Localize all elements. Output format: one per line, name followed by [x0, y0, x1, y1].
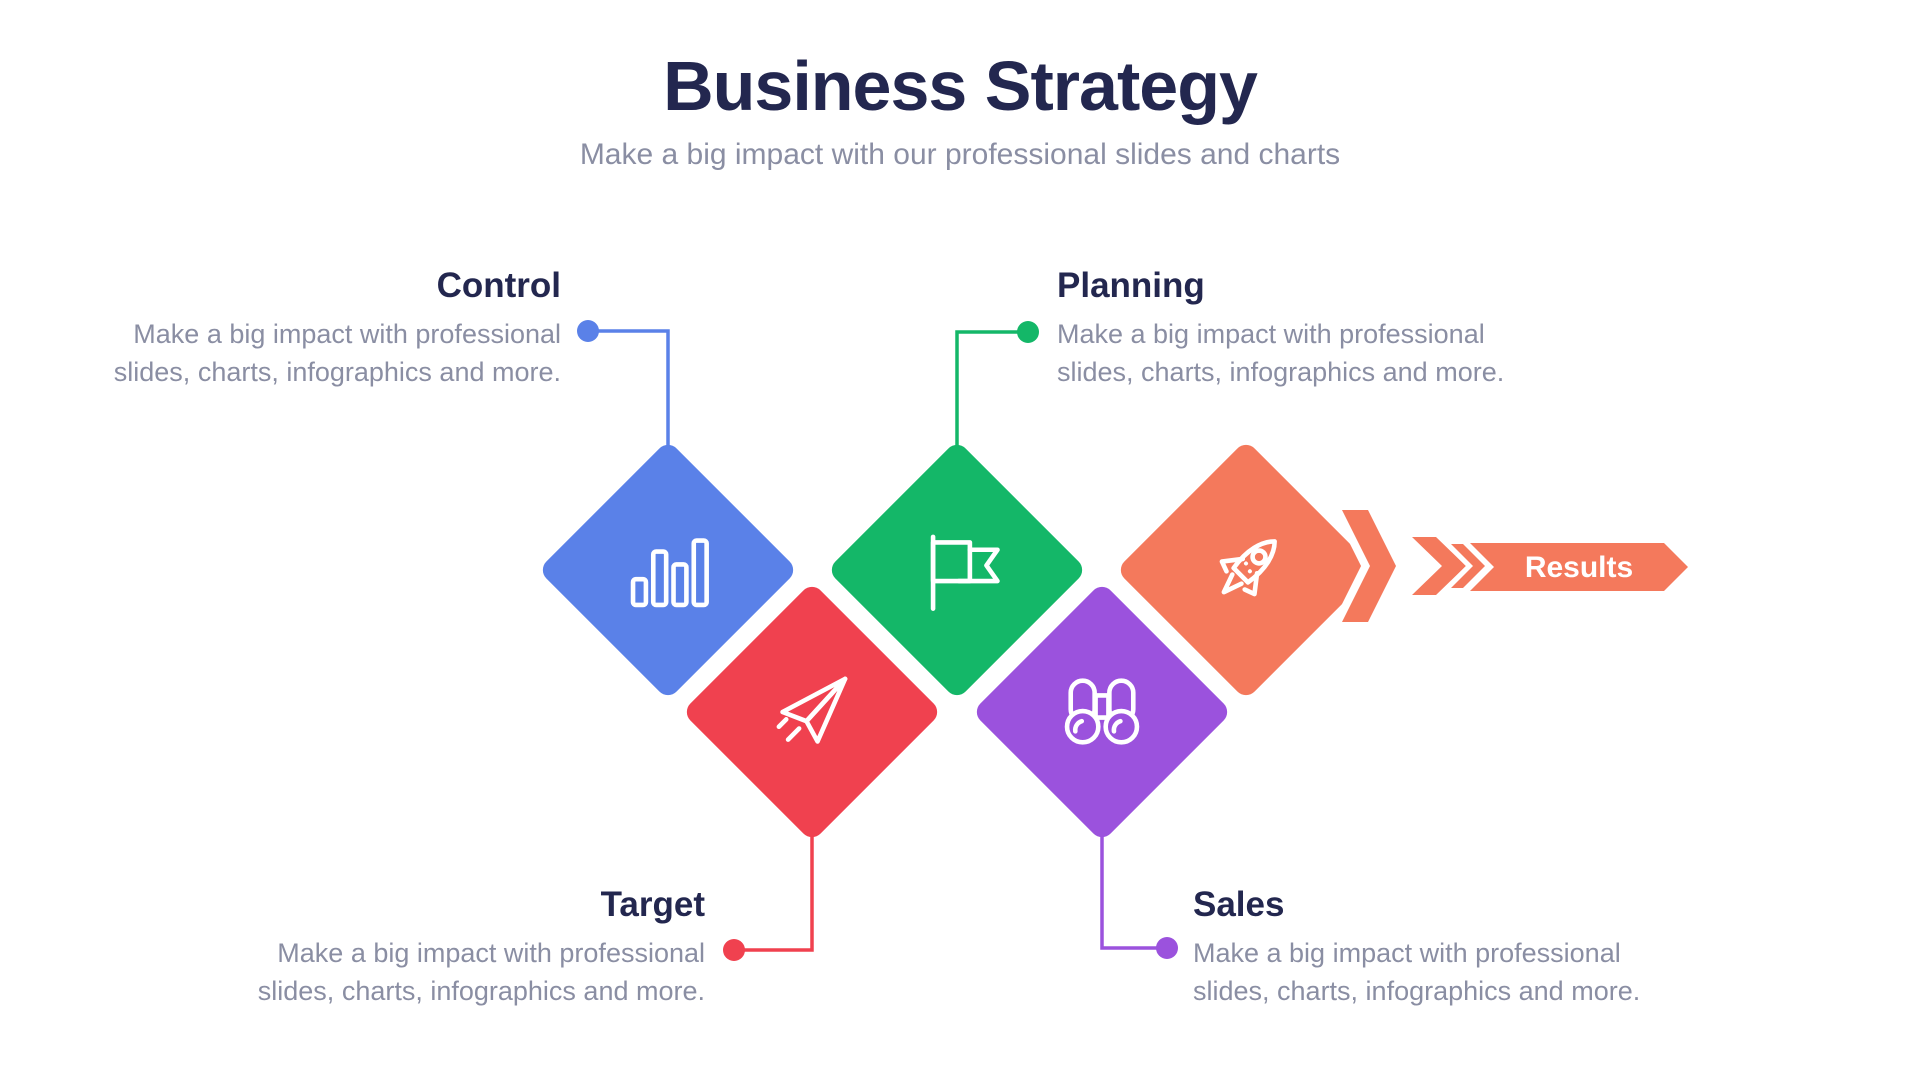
header: Business Strategy Make a big impact with… — [0, 46, 1920, 173]
connector-planning — [955, 330, 1028, 475]
results-label: Results — [1525, 551, 1633, 584]
label-target-title: Target — [600, 885, 705, 924]
label-control-desc: Make a big impact with professional slid… — [114, 315, 561, 391]
label-planning: Planning Make a big impact with professi… — [1057, 265, 1504, 391]
label-control-desc-line2: slides, charts, infographics and more. — [113, 357, 561, 387]
paper-plane-icon — [776, 676, 848, 744]
chevron-medium — [1399, 532, 1474, 600]
label-control-title: Control — [436, 266, 561, 305]
bar-chart-icon — [630, 538, 709, 608]
diamond-planning — [826, 439, 1088, 701]
label-control: Control Make a big impact with professio… — [114, 265, 561, 391]
label-planning-desc: Make a big impact with professional slid… — [1057, 315, 1504, 391]
label-sales-desc-line1: Make a big impact with professional — [1193, 938, 1621, 968]
diamond-sales — [971, 581, 1233, 843]
label-sales-desc: Make a big impact with professional slid… — [1193, 934, 1640, 1010]
label-planning-title: Planning — [1057, 266, 1205, 305]
label-sales: Sales Make a big impact with professiona… — [1193, 884, 1640, 1010]
label-control-desc-line1: Make a big impact with professional — [133, 319, 561, 349]
rocket-icon — [1219, 539, 1277, 597]
dot-target — [723, 939, 745, 961]
results-banner — [1470, 543, 1688, 591]
label-sales-title: Sales — [1193, 885, 1285, 924]
dot-control — [577, 320, 599, 342]
connector-sales — [1100, 835, 1167, 950]
chevron-small — [1438, 539, 1493, 593]
label-planning-desc-line2: slides, charts, infographics and more. — [1057, 357, 1505, 387]
label-planning-desc-line1: Make a big impact with professional — [1057, 319, 1485, 349]
flag-icon — [930, 534, 1000, 611]
label-target-desc: Make a big impact with professional slid… — [258, 934, 705, 1010]
label-sales-desc-line2: slides, charts, infographics and more. — [1193, 976, 1641, 1006]
diamond-target — [681, 581, 943, 843]
chevron-large — [1329, 502, 1405, 630]
connector-target — [734, 835, 814, 952]
page-title: Business Strategy — [663, 47, 1258, 125]
dot-planning — [1017, 321, 1039, 343]
label-target: Target Make a big impact with profession… — [258, 884, 705, 1010]
diamond-control — [537, 439, 799, 701]
label-target-desc-line2: slides, charts, infographics and more. — [257, 976, 705, 1006]
diamond-launch — [1115, 439, 1377, 701]
binoculars-icon — [1064, 678, 1140, 745]
label-target-desc-line1: Make a big impact with professional — [277, 938, 705, 968]
page-subtitle: Make a big impact with our professional … — [579, 137, 1341, 171]
connector-control — [588, 329, 670, 475]
dot-sales — [1156, 937, 1178, 959]
